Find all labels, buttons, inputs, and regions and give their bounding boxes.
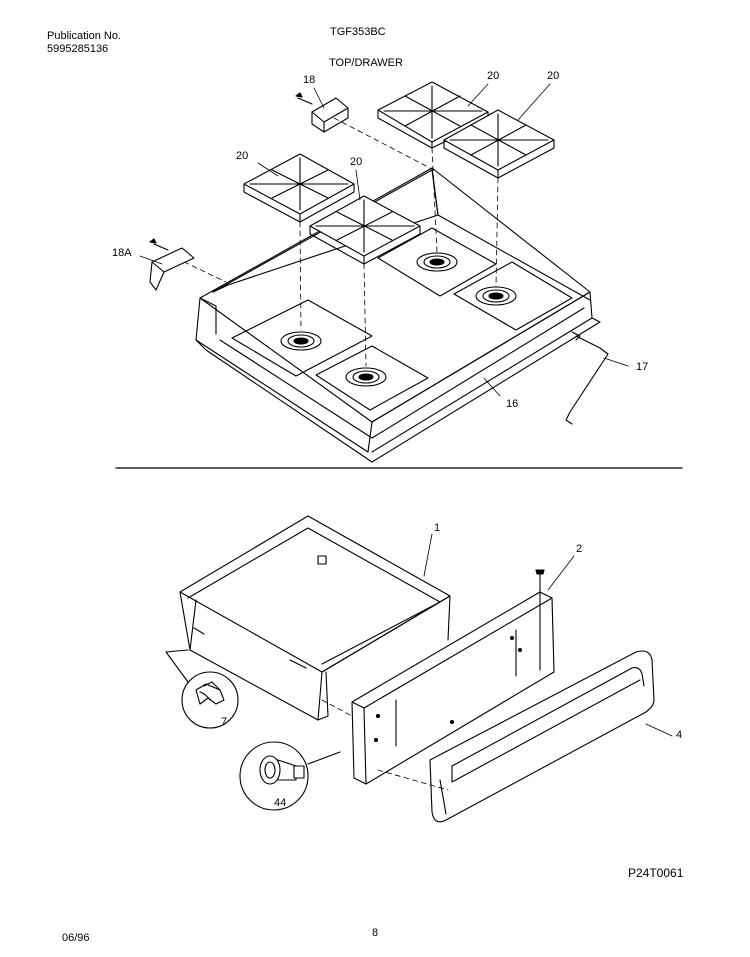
bracket-left (150, 239, 194, 290)
page-number: 8 (372, 927, 379, 939)
lift-rod (566, 332, 608, 424)
callout-drawer-screw: 2 (576, 543, 583, 555)
callout-roller: 44 (274, 797, 287, 809)
burner-pan-rear-left (378, 228, 496, 296)
grate-left (244, 154, 354, 222)
publication-label: Publication No. (47, 30, 121, 42)
callout-cooktop: 16 (506, 398, 519, 410)
drawer-alignment-lines (322, 700, 448, 790)
callout-grate-rear-right: 20 (547, 70, 560, 82)
publication-number: 5995285136 (47, 43, 109, 55)
alignment-lines (176, 118, 498, 366)
cooktop-panel (196, 168, 600, 462)
callout-bracket-right: 18 (303, 74, 316, 86)
callout-lift-rod: 17 (636, 361, 649, 373)
grate-rear-left (378, 82, 488, 148)
drawer-front-panel (352, 570, 554, 784)
callout-drawer-front: 4 (676, 729, 683, 741)
bracket-right (296, 93, 348, 132)
leaders-top (140, 84, 628, 396)
callout-bracket-left: 18A (112, 247, 132, 259)
drawer-body (180, 516, 450, 720)
roller-detail (240, 742, 340, 810)
leaders-drawer (424, 534, 672, 736)
burner-pan-front-left (232, 300, 372, 376)
callout-grate-rear-left: 20 (487, 70, 500, 82)
section-title: TOP/DRAWER (329, 57, 403, 69)
drawer-front-cover (430, 651, 654, 822)
callout-clip: 7 (221, 716, 228, 728)
callout-grate-left: 20 (236, 150, 249, 162)
callout-grate-center: 20 (350, 156, 363, 168)
clip-detail (166, 650, 238, 728)
model-number: TGF353BC (330, 26, 386, 38)
burner-pan-front-right (316, 346, 428, 410)
callout-drawer-body: 1 (434, 522, 441, 534)
figure-code: P24T0061 (628, 866, 684, 880)
burner-pan-rear-right (454, 262, 572, 330)
footer-date: 06/96 (62, 932, 90, 944)
